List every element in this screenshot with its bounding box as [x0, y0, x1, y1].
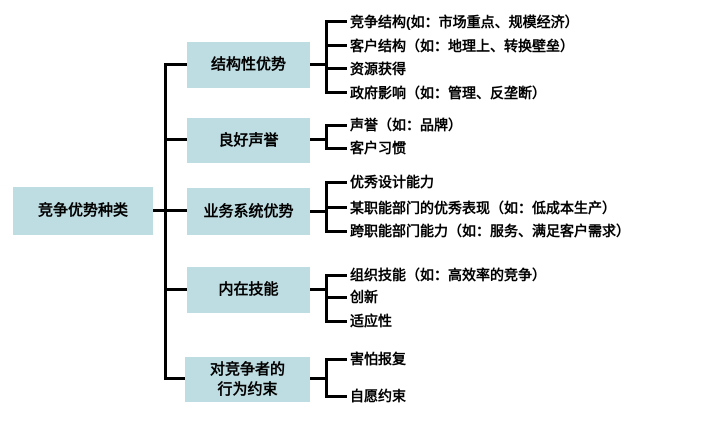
- leaf-label: 害怕报复: [350, 351, 406, 367]
- leaf-label: 声誉（如：品牌）: [350, 117, 462, 133]
- connector-stub-branch5: [164, 377, 187, 380]
- leaf-label: 某职能部门的优秀表现（如：低成本生产）: [350, 200, 616, 216]
- connector-b2-leaf2: [325, 147, 347, 150]
- leaf-label: 资源获得: [350, 61, 406, 77]
- connector-b1-h: [310, 63, 328, 66]
- branch-label-1: 结构性优势: [210, 56, 286, 73]
- leaf-label: 适应性: [350, 313, 392, 329]
- connector-b1-leaf1: [325, 20, 347, 23]
- branch-node-4: 内在技能: [187, 267, 310, 313]
- connector-stub-branch4: [164, 288, 187, 291]
- connector-b1-v: [325, 20, 328, 94]
- connector-stub-branch1: [164, 63, 187, 66]
- connector-b4-leaf2: [325, 296, 347, 299]
- connector-b4-leaf3: [325, 320, 347, 323]
- connector-b3-leaf1: [325, 181, 347, 184]
- connector-b5-leaf1: [325, 358, 347, 361]
- connector-trunk: [164, 63, 167, 380]
- connector-b3-h: [310, 210, 328, 213]
- root-label: 竞争优势种类: [37, 202, 128, 219]
- branch-node-5: 对竞争者的 行为约束: [185, 357, 310, 402]
- connector-b3-leaf2: [325, 206, 347, 209]
- branch-label-2: 良好声誉: [218, 131, 279, 149]
- branch-label-5-line1: 对竞争者的: [209, 360, 285, 378]
- connector-b1-leaf3: [325, 67, 347, 70]
- connector-b2-h: [310, 138, 328, 141]
- leaf-label: 政府影响（如：管理、反垄断）: [350, 85, 546, 101]
- connector-b5-h: [310, 377, 328, 380]
- branch-label-5-line2: 行为约束: [217, 380, 278, 398]
- connector-b4-h: [310, 288, 328, 291]
- connector-b1-leaf2: [325, 44, 347, 47]
- connector-b5-leaf2: [325, 395, 347, 398]
- connector-stub-branch2: [164, 138, 187, 141]
- branch-node-3: 业务系统优势: [187, 188, 310, 235]
- root-node: 竞争优势种类: [13, 187, 153, 235]
- leaf-label: 客户结构（如：地理上、转换壁垒）: [350, 38, 574, 54]
- connector-b3-leaf3: [325, 230, 347, 233]
- leaf-label: 竞争结构(如：市场重点、规模经济）: [350, 14, 579, 30]
- connector-root: [153, 209, 187, 212]
- branch-node-1: 结构性优势: [187, 42, 310, 88]
- leaf-label: 创新: [350, 289, 378, 305]
- branch-label-3: 业务系统优势: [203, 202, 294, 220]
- leaf-label: 自愿约束: [350, 388, 406, 404]
- branch-node-2: 良好声誉: [187, 118, 310, 163]
- leaf-label: 客户习惯: [350, 140, 406, 156]
- connector-b1-leaf4: [325, 91, 347, 94]
- branch-label-4: 内在技能: [218, 281, 279, 298]
- leaf-label: 优秀设计能力: [350, 174, 434, 190]
- leaf-label: 跨职能部门能力（如：服务、满足客户需求）: [350, 223, 630, 239]
- branch-label-5: 对竞争者的 行为约束: [210, 360, 285, 400]
- connector-b4-leaf1: [325, 274, 347, 277]
- connector-b5-v: [325, 358, 328, 398]
- leaf-label: 组织技能（如：高效率的竞争）: [350, 267, 546, 283]
- connector-b2-v: [325, 124, 328, 150]
- connector-b2-leaf1: [325, 124, 347, 127]
